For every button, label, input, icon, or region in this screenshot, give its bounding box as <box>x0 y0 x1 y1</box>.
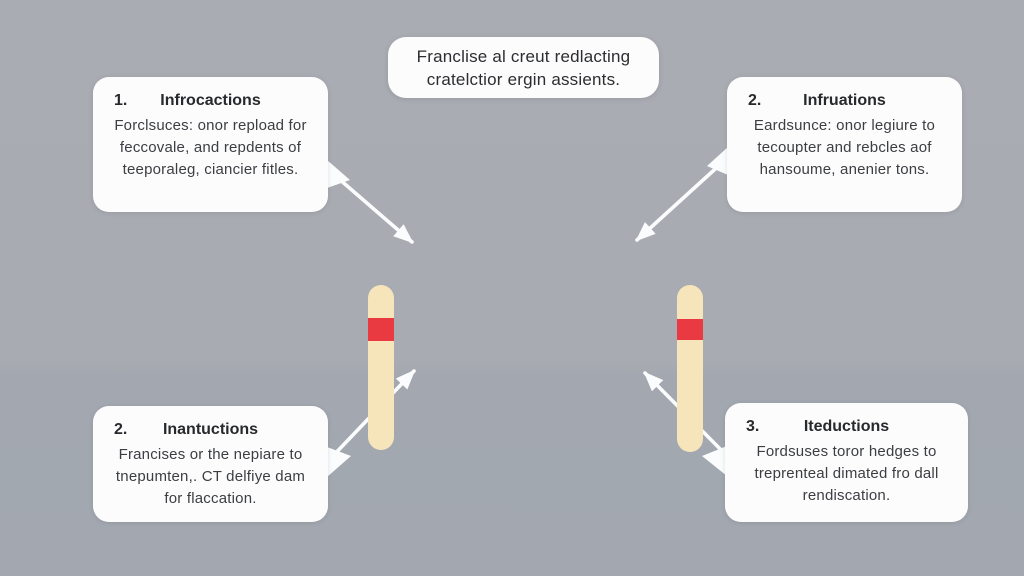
title-text: Franclise al creut redlacting cratelctio… <box>416 46 631 89</box>
info-box-heading: Infrocactions <box>160 92 261 109</box>
info-box-bottom-left: 2. Inantuctions Francises or the nepiare… <box>93 406 328 522</box>
info-box-number: 1. <box>114 92 128 109</box>
arrow-topright-to-center <box>635 147 728 242</box>
info-box-top-right: 2. Infruations Eardsunce: onor legiure t… <box>727 77 962 212</box>
marker-bar-left <box>368 285 394 450</box>
title-box: Franclise al creut redlacting cratelctio… <box>388 37 659 98</box>
info-box-heading-row: 3. Iteductions <box>740 416 953 438</box>
info-box-heading-row: 2. Infruations <box>742 90 947 112</box>
info-box-number: 2. <box>114 421 128 438</box>
info-box-body: Francises or the nepiare to tnepumten,. … <box>115 446 306 507</box>
marker-bar-right <box>677 285 703 452</box>
info-box-number: 3. <box>746 418 760 435</box>
info-box-body: Eardsunce: onor legiure to tecoupter and… <box>753 117 936 178</box>
info-box-heading-row: 1. Infrocactions <box>108 90 313 112</box>
info-box-heading: Infruations <box>803 92 886 109</box>
info-box-top-left: 1. Infrocactions Forclsuces: onor reploa… <box>93 77 328 212</box>
info-box-heading: Iteductions <box>803 418 890 435</box>
arrow-topleft-to-center <box>327 160 414 244</box>
info-box-number: 2. <box>748 92 762 109</box>
info-box-heading-row: 2. Inantuctions <box>108 419 313 441</box>
info-box-body: Forclsuces: onor repload for feccovale, … <box>114 117 307 178</box>
marker-bar-right-red-band <box>677 319 703 340</box>
info-box-bottom-right: 3. Iteductions Fordsuses toror hedges to… <box>725 403 968 522</box>
info-box-heading: Inantuctions <box>162 421 259 438</box>
info-box-body: Fordsuses toror hedges to treprenteal di… <box>754 443 939 504</box>
marker-bar-left-red-band <box>368 318 394 341</box>
